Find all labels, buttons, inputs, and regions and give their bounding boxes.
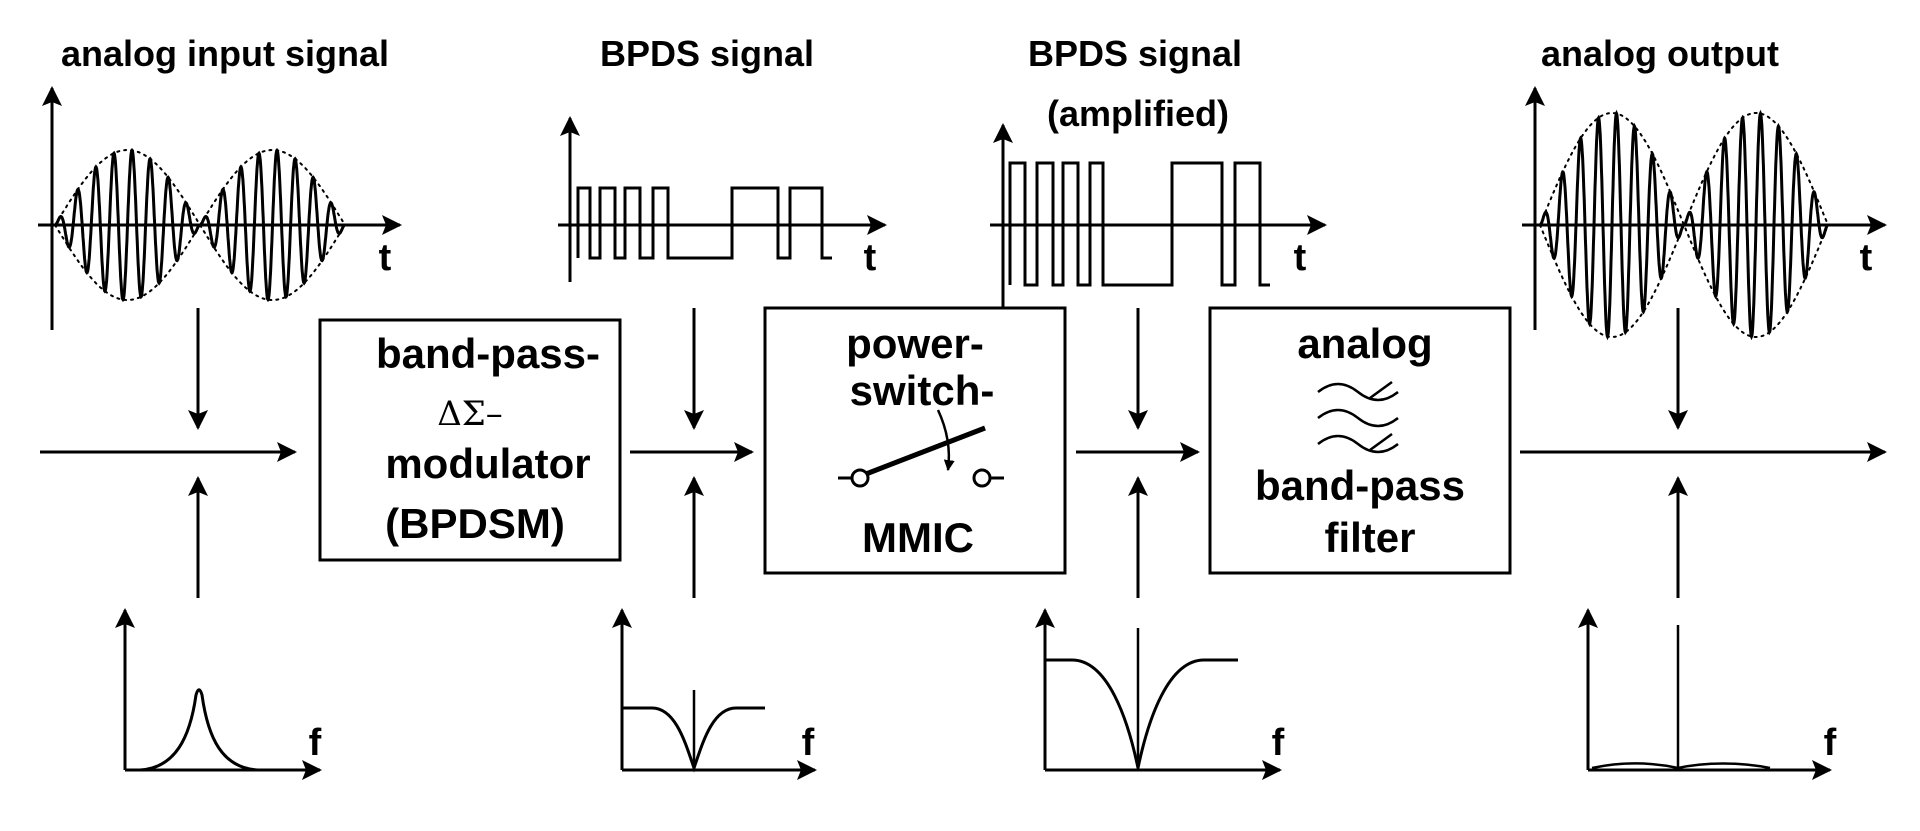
bpds-time-plot: t — [558, 116, 887, 282]
bpds-amp-time-plot: t — [990, 123, 1327, 312]
mmic-block: power- switch- MMIC — [763, 306, 1067, 575]
bandpass-filter-icon — [1317, 380, 1399, 454]
output-time-axis-label: t — [1860, 237, 1873, 279]
input-time-axis-label: t — [379, 237, 392, 279]
input-spectrum-curve — [139, 688, 259, 772]
output-spectrum-curve — [1591, 762, 1771, 770]
output-waveform — [1539, 109, 1829, 341]
filter-box — [1208, 306, 1512, 575]
bpds-amp-time-axis-label: t — [1294, 237, 1307, 279]
switch-icon — [838, 409, 1004, 488]
mmic-label-line3: MMIC — [862, 514, 974, 561]
mmic-box — [763, 306, 1067, 575]
filter-label-line3: filter — [1324, 514, 1415, 561]
bpdsm-label-line2: ΔΣ– — [437, 394, 503, 434]
mmic-label-line2: switch- — [850, 367, 995, 414]
bpds-amp-spectrum-curve — [1045, 658, 1238, 769]
bpdsm-label-line1: band-pass- — [376, 330, 600, 377]
mmic-label-line1: power- — [846, 320, 984, 367]
bpds-signal-label: BPDS signal — [600, 33, 814, 74]
output-freq-axis-label: f — [1824, 722, 1837, 764]
bpds-time-axis-label: t — [864, 237, 877, 279]
input-waveform — [54, 147, 346, 303]
filter-label-line2: band-pass — [1255, 462, 1465, 509]
bpdsm-label-line3: modulator — [385, 440, 590, 487]
bpds-amplified-label-line2: (amplified) — [1047, 93, 1229, 134]
bpdsm-label-line4: (BPDSM) — [385, 500, 565, 547]
bpds-spectrum-plot: f — [612, 608, 817, 780]
bpdsm-box — [318, 318, 622, 562]
input-spectrum-plot: f — [115, 608, 322, 780]
input-signal-label: analog input signal — [61, 33, 389, 74]
output-spectrum-plot: f — [1578, 608, 1837, 780]
bpds-freq-axis-label: f — [802, 722, 815, 764]
bpds-amp-freq-axis-label: f — [1272, 722, 1285, 764]
output-signal-label: analog output — [1541, 33, 1779, 74]
bpds-pulse-waveform — [576, 186, 832, 260]
input-freq-axis-label: f — [309, 722, 322, 764]
input-time-plot: t — [38, 86, 402, 330]
bpds-spectrum-curve — [622, 706, 765, 773]
filter-label-line1: analog — [1297, 320, 1432, 367]
bpds-amp-spectrum-plot: f — [1035, 608, 1285, 780]
bpds-amplified-label-line1: BPDS signal — [1028, 33, 1242, 74]
filter-block: analog band-pass filter — [1208, 306, 1512, 575]
output-time-plot: t — [1522, 86, 1887, 341]
bpds-amp-pulse-waveform — [1008, 161, 1270, 287]
bpdsm-block: band-pass- ΔΣ– modulator (BPDSM) — [318, 318, 622, 562]
